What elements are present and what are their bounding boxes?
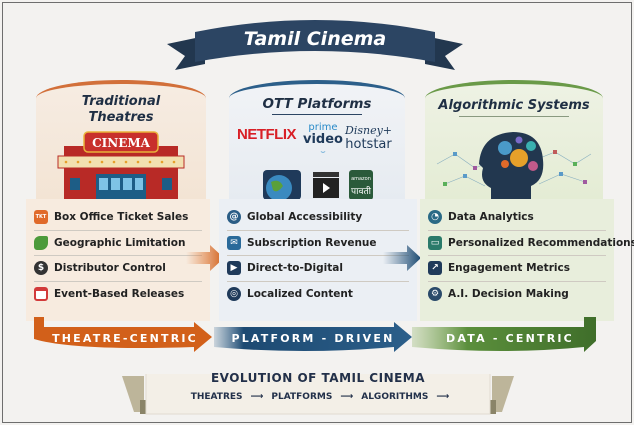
list-item: ✉ Subscription Revenue: [227, 231, 409, 256]
map-icon: [34, 235, 48, 250]
analytics-icon: ◔: [428, 210, 442, 225]
item-label: Data Analytics: [448, 211, 534, 224]
ai-icon: ⚙: [428, 287, 442, 302]
cinema-building-icon: CINEMA: [57, 131, 185, 202]
list-item: @ Global Accessibility: [227, 205, 409, 231]
theatres-list: TKT Box Office Ticket Sales Geographic Li…: [26, 199, 210, 321]
calendar-icon: [34, 287, 48, 302]
mail-icon: ✉: [227, 235, 241, 250]
footer-steps: THEATRES ⟶ PLATFORMS ⟶ ALGORITHMS ⟶: [150, 392, 490, 402]
step-theatres: THEATRES: [190, 392, 243, 402]
item-label: Global Accessibility: [247, 211, 363, 224]
step-platforms: PLATFORMS: [271, 392, 333, 402]
title-banner: Tamil Cinema: [165, 18, 465, 76]
flow-theatre-centric: THEATRE-CENTRIC: [52, 331, 198, 345]
ribbon-icon: [167, 20, 463, 70]
algorithmic-list: ◔ Data Analytics ▭ Personalized Recommenda…: [420, 199, 634, 321]
algorithmic-panel: Algorithmic Systems: [425, 80, 603, 204]
ott-icons: amazon पावती: [263, 170, 373, 201]
item-label: Localized Content: [247, 288, 353, 301]
list-item: ◎ Localized Content: [227, 282, 409, 308]
arrow-right-icon: ⟶: [340, 392, 354, 402]
arrow-right-icon: [383, 245, 421, 271]
footer-title: EVOLUTION OF TAMIL CINEMA: [210, 371, 426, 385]
ott-title: OTT Platforms: [262, 96, 372, 112]
svg-text:amazon: amazon: [351, 176, 371, 182]
netflix-logo: NETFLIX: [237, 126, 297, 143]
arrow-right-icon: [186, 245, 224, 271]
list-item: ⚙ A.I. Decision Making: [428, 282, 606, 308]
svg-text:पावती: पावती: [351, 185, 372, 197]
chart-icon: ↗: [428, 261, 442, 276]
theatres-panel: Traditional Theatres CINEMA: [36, 80, 206, 202]
list-item: ▭ Personalized Recommendations: [428, 231, 634, 256]
monitor-icon: ▭: [428, 235, 442, 250]
flow-arrows: [34, 317, 596, 352]
item-label: Event-Based Releases: [54, 288, 185, 301]
item-label: A.I. Decision Making: [448, 288, 569, 301]
item-label: Engagement Metrics: [448, 262, 570, 275]
list-item: $ Distributor Control: [34, 256, 202, 282]
cinema-sign: CINEMA: [92, 136, 151, 150]
title-underline: [272, 114, 362, 115]
title-underline: [459, 116, 569, 117]
theatres-title-2: Theatres: [88, 110, 154, 125]
item-label: Distributor Control: [54, 262, 166, 275]
item-label: Personalized Recommendations: [448, 236, 634, 249]
flow-data-centric: DATA - CENTRIC: [446, 331, 574, 345]
dollar-icon: $: [34, 261, 48, 276]
item-label: Box Office Ticket Sales: [54, 211, 189, 224]
footer-ribbon: [122, 374, 514, 415]
theatres-title-1: Traditional: [81, 94, 161, 109]
algorithmic-title: Algorithmic Systems: [438, 98, 590, 113]
arrow-right-icon: ⟶: [436, 392, 450, 402]
prime-video-logo: prime video ⌣: [303, 122, 343, 156]
list-item: ◔ Data Analytics: [428, 205, 606, 231]
globe-icon: ◎: [227, 287, 241, 302]
ott-list: @ Global Accessibility ✉ Subscription Reve…: [219, 199, 417, 321]
list-item: Event-Based Releases: [34, 282, 202, 308]
ticket-icon: TKT: [34, 210, 48, 225]
list-item: TKT Box Office Ticket Sales: [34, 205, 202, 231]
amazon-pavati-logo: [349, 170, 373, 200]
page-title: Tamil Cinema: [243, 28, 387, 50]
film-icon: ▶: [227, 261, 241, 276]
list-item: Geographic Limitation: [34, 231, 202, 256]
flow-platform-driven: PLATFORM - DRIVEN: [231, 331, 395, 345]
ott-panel: OTT Platforms NETFLIX prime video ⌣ Disn…: [229, 80, 405, 201]
list-item: ↗ Engagement Metrics: [428, 256, 606, 282]
arrow-right-icon: ⟶: [250, 392, 264, 402]
item-label: Subscription Revenue: [247, 236, 377, 249]
item-label: Geographic Limitation: [54, 236, 186, 249]
disney-hotstar-logo: Disney+ hotstar: [345, 124, 393, 152]
brain-head-icon: [436, 132, 592, 204]
list-item: ▶ Direct-to-Digital: [227, 256, 409, 282]
item-label: Direct-to-Digital: [247, 262, 343, 275]
step-algorithms: ALGORITHMS: [361, 392, 429, 402]
at-icon: @: [227, 210, 241, 225]
